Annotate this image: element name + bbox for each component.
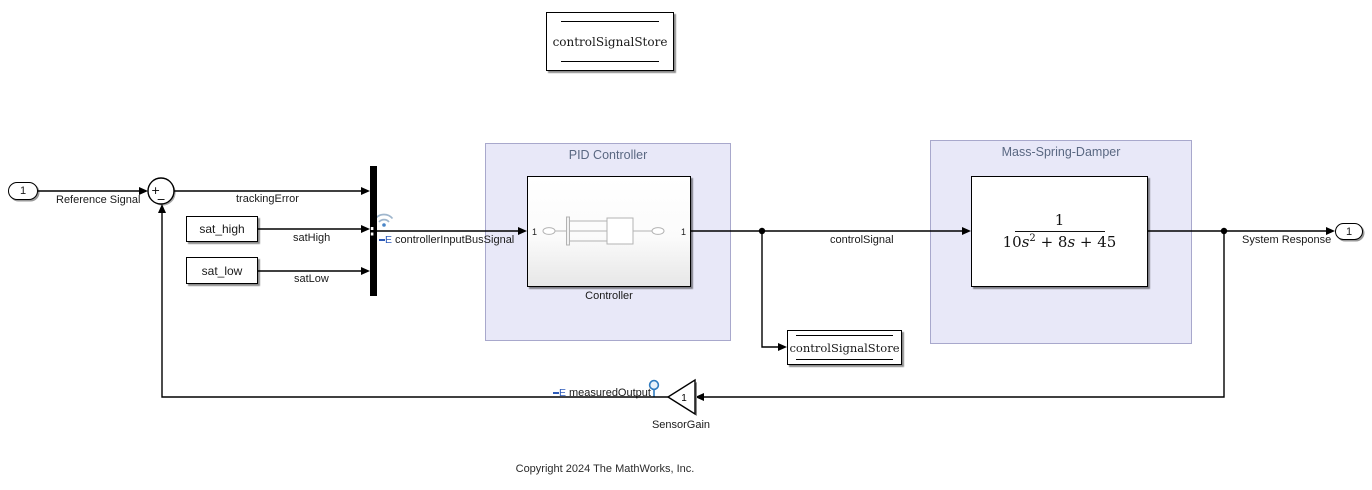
controller-inport-number: 1 [532, 227, 538, 237]
data-store-memory-label: controlSignalStore [552, 34, 668, 49]
sensor-gain-value: 1 [681, 393, 687, 404]
data-store-top-line [561, 21, 659, 22]
minus-e-badge-icon[interactable]: E [379, 235, 392, 245]
constant-block-sat-high[interactable]: sat_high [186, 216, 258, 242]
minus-e-badge-icon[interactable]: E [553, 388, 566, 398]
sum-minus-sign: − [157, 193, 166, 206]
branch-point-control-signal [758, 227, 766, 235]
wifi-icon[interactable] [372, 209, 396, 228]
signal-label-reference: Reference Signal [56, 194, 141, 206]
transfer-fcn-numerator: 1 [1054, 210, 1065, 229]
area-mass-spring-damper-title: Mass-Spring-Damper [1001, 145, 1121, 159]
testpoint-icon[interactable] [646, 378, 662, 398]
sum-block[interactable]: + − [147, 177, 176, 206]
bus-creator-port-mark [370, 232, 374, 236]
transfer-fcn-block[interactable]: 1 10s2 + 8s + 45 [971, 176, 1148, 287]
controller-outport-number: 1 [680, 227, 686, 237]
sensor-gain-caption: SensorGain [651, 419, 711, 431]
outport-block[interactable]: 1 [1335, 223, 1363, 240]
data-store-memory-block[interactable]: controlSignalStore [546, 12, 674, 71]
data-store-bottom-line [796, 359, 893, 360]
data-store-write-label: controlSignalStore [789, 340, 900, 355]
signal-label-controller-input-bus: controllerInputBusSignal [395, 234, 515, 246]
minus-e-badge-letter: E [559, 387, 567, 399]
tf-den-var2: s [1067, 232, 1076, 251]
signal-label-control-signal: controlSignal [830, 234, 894, 246]
sum-plus-sign: + [151, 184, 160, 197]
signal-label-tracking-error: trackingError [236, 193, 299, 205]
signal-line-control-signal-branch[interactable] [761, 231, 779, 348]
minus-e-badge-letter: E [385, 234, 393, 246]
sum-block-shadow [149, 179, 176, 206]
inport-number: 1 [19, 185, 27, 197]
bus-signal-label-row: E controllerInputBusSignal [379, 234, 514, 246]
transfer-fcn-fraction: 1 10s2 + 8s + 45 [972, 177, 1147, 286]
constant-block-sat-low[interactable]: sat_low [186, 257, 258, 284]
signal-label-sat-high: satHigh [293, 232, 331, 244]
branch-point-system-response [1220, 227, 1228, 235]
signal-label-system-response: System Response [1242, 234, 1332, 246]
constant-sat-high-label: sat_high [199, 222, 245, 236]
signal-label-sat-low: satLow [294, 273, 329, 285]
tf-den-coeff: 10 [1002, 232, 1022, 251]
transfer-fcn-denominator: 10s2 + 8s + 45 [1003, 233, 1117, 251]
copyright-text: Copyright 2024 The MathWorks, Inc. [515, 463, 695, 475]
tf-den-mid: + 8 [1035, 232, 1068, 251]
controller-block-caption: Controller [585, 290, 633, 302]
controller-content-preview [542, 216, 665, 246]
tf-den-tail: + 45 [1075, 232, 1117, 251]
data-store-bottom-line [561, 61, 659, 62]
transfer-fcn-fraction-bar [1014, 230, 1105, 232]
sensor-gain-block[interactable]: 1 [666, 378, 697, 416]
outport-number: 1 [1345, 225, 1353, 238]
data-store-write-block[interactable]: controlSignalStore [787, 330, 902, 365]
constant-sat-low-label: sat_low [201, 263, 243, 278]
sensor-gain-shadow [670, 382, 697, 416]
measured-output-label-row: E measuredOutput [553, 387, 651, 399]
bus-creator-block[interactable] [370, 166, 377, 296]
signal-label-measured-output: measuredOutput [569, 387, 651, 399]
area-pid-controller-title: PID Controller [568, 148, 648, 162]
inport-block[interactable]: 1 [8, 182, 38, 200]
data-store-top-line [796, 335, 893, 336]
controller-subsystem-block[interactable]: 1 1 [527, 176, 691, 287]
